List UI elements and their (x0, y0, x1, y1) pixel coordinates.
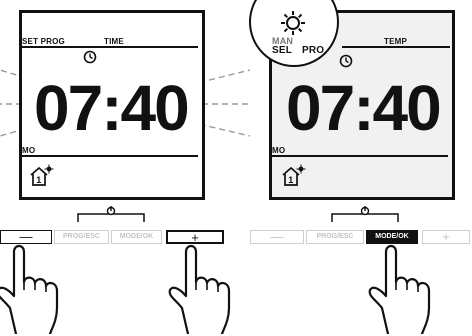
left-set-prog-label: SET PROG (22, 37, 65, 46)
left-hand-minus-icon (0, 238, 72, 334)
magnifier-pro-label: PRO (302, 45, 324, 56)
house-heat-icon: 1 (280, 164, 306, 188)
clock-icon (83, 50, 97, 64)
svg-text:1: 1 (288, 175, 293, 185)
left-time-label: TIME (104, 37, 124, 46)
magnifier-sel-label: SEL (272, 45, 292, 56)
left-mode-ok-button[interactable]: MODE/OK (111, 230, 162, 244)
right-prog-esc-button[interactable]: PROG/ESC (306, 230, 364, 244)
right-clock-display: 07:40 (286, 76, 440, 140)
right-mo-label: MO (272, 146, 285, 155)
clock-icon (339, 54, 353, 68)
right-hand-mode-ok-icon (364, 238, 444, 334)
right-bottom-rule (272, 155, 448, 157)
right-temp-label: TEMP (384, 37, 407, 46)
house-heat-icon: 1 (28, 164, 54, 188)
left-bottom-rule (22, 155, 198, 157)
left-mo-label: MO (22, 146, 35, 155)
right-top-rule (342, 46, 450, 48)
left-clock-display: 07:40 (34, 76, 188, 140)
right-minus-button[interactable]: — (250, 230, 304, 244)
right-panel: MAN SEL PRO TEMP 07:40 MO 1 — PROG/ESC M… (250, 0, 472, 336)
sun-icon (280, 10, 306, 36)
left-hand-plus-icon (164, 238, 244, 334)
left-panel: SET PROG TIME 07:40 MO 1 — PROG/ESC MODE… (0, 0, 250, 336)
left-combo-bracket-icon (76, 206, 146, 224)
svg-text:1: 1 (36, 175, 41, 185)
left-top-rule (22, 46, 198, 48)
right-combo-bracket-icon (330, 206, 400, 224)
